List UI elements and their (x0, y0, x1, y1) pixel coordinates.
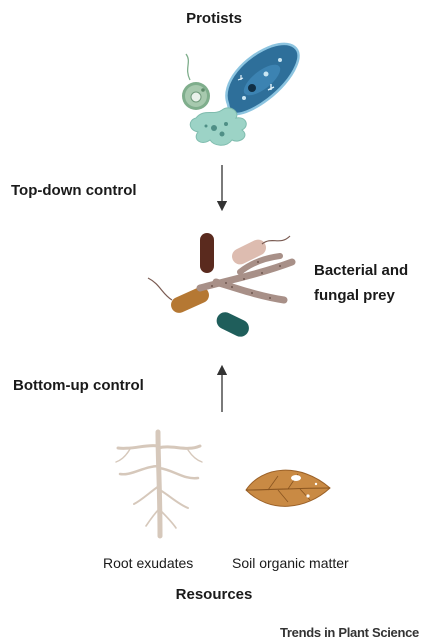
root-icon (116, 432, 202, 536)
journal-logo: Trends in Plant Science (280, 625, 419, 640)
flagellate-icon (182, 54, 210, 110)
root-exudates-label: Root exudates (103, 555, 193, 571)
paramecium-icon (226, 44, 298, 114)
resources-title: Resources (0, 586, 428, 603)
bacterial-fungal-prey-label: Bacterial and fungal prey (314, 258, 408, 308)
soil-organic-matter-label: Soil organic matter (232, 555, 349, 571)
bottom-up-control-label: Bottom-up control (13, 377, 144, 394)
leaf-icon (246, 470, 330, 506)
protists-title: Protists (0, 10, 428, 27)
top-down-control-label: Top-down control (11, 182, 137, 199)
prey-label-line-2: fungal prey (314, 283, 408, 308)
prey-label-line-1: Bacterial and (314, 258, 408, 283)
